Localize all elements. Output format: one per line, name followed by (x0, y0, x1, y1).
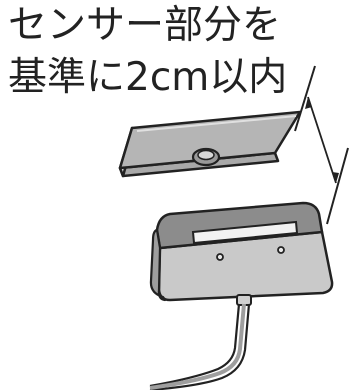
main-unit-screw-left (216, 253, 224, 261)
sensor-plate-highlight (136, 115, 297, 132)
main-unit-side-face (149, 228, 167, 302)
sensor-plate-top-face (118, 110, 302, 170)
caption-line-2: 基準に2cm以内 (8, 55, 288, 100)
distance-arrow-shaft (307, 96, 337, 184)
cable-wire-outer (149, 303, 241, 388)
cable-wire-inner (149, 303, 251, 390)
cable-grommet (236, 294, 252, 306)
sensor-button-inner (197, 149, 215, 161)
distance-guide-upper (294, 65, 316, 132)
distance-arrowhead-bottom (332, 172, 339, 183)
main-unit (149, 201, 334, 302)
distance-arrow (294, 65, 349, 225)
caption-line-1: センサー部分を (8, 3, 282, 48)
distance-guide-lower (326, 147, 349, 225)
main-unit-screw-right (277, 246, 285, 254)
distance-arrowhead-top (305, 97, 312, 109)
cable (149, 294, 252, 390)
cable-wire-core (149, 303, 246, 390)
main-unit-window (191, 220, 299, 245)
sensor-plate (118, 110, 302, 178)
